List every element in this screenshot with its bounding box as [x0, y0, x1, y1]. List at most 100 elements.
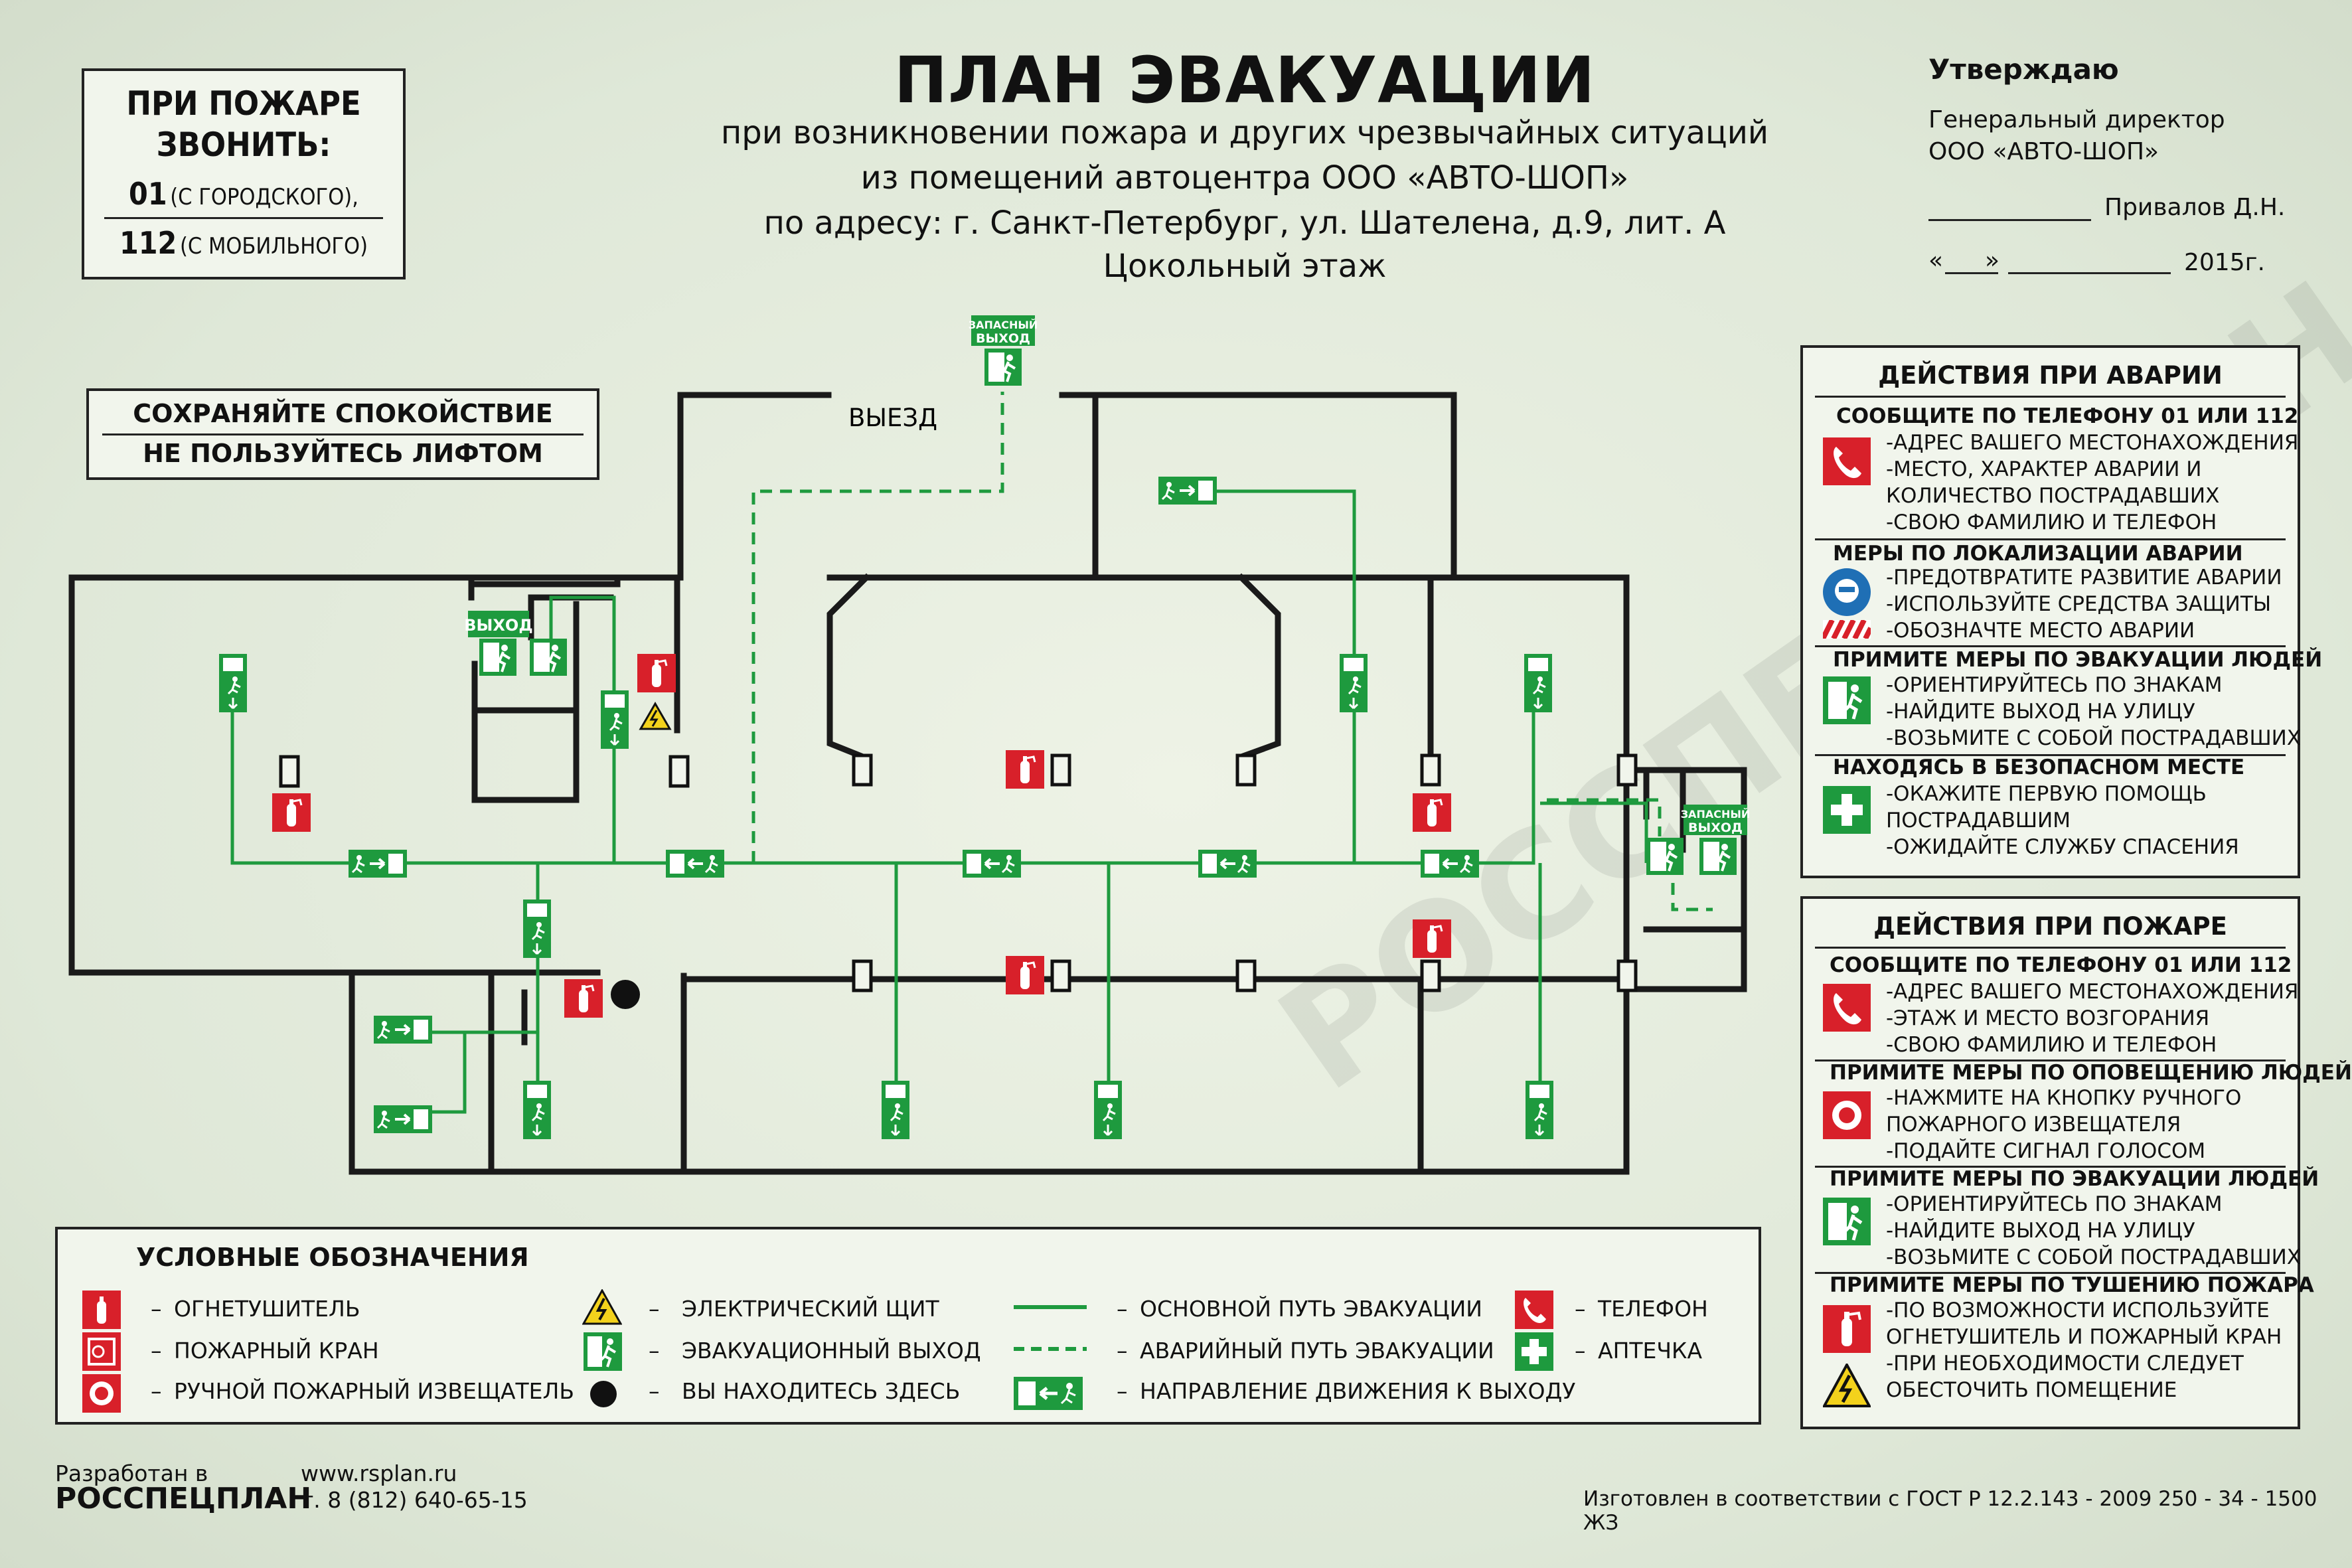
right-spare-text-2: ВЫХОД — [1688, 821, 1743, 835]
mobile-number-line: 112 (С МОБИЛЬНОГО) — [84, 225, 403, 261]
divider — [1815, 645, 2286, 647]
divider — [1815, 396, 2286, 398]
spare-exit-text-2: ВЫХОД — [976, 331, 1030, 346]
legend-label: ВЫ НАХОДИТЕСЬ ЗДЕСЬ — [682, 1378, 961, 1404]
legend-dash: – — [1117, 1296, 1128, 1322]
fire-alarm-button-icon — [1823, 1091, 1871, 1139]
fire-hydrant-icon — [82, 1332, 121, 1371]
fire-item: ОГНЕТУШИТЕЛЬ И ПОЖАРНЫЙ КРАН — [1886, 1325, 2282, 1349]
fire-item: -АДРЕС ВАШЕГО МЕСТОНАХОЖДЕНИЯ — [1886, 980, 2299, 1004]
accident-item: -ВОЗЬМИТЕ С СОБОЙ ПОСТРАДАВШИХ — [1886, 726, 2302, 750]
floor-name: Цокольный этаж — [1103, 248, 1387, 285]
you-are-here-marker — [611, 980, 640, 1009]
subtitle-line-1: при возникновении пожара и других чрезвы… — [720, 114, 1769, 151]
subtitle-line-3: по адресу: г. Санкт-Петербург, ул. Шател… — [763, 204, 1726, 242]
call-heading-2: ЗВОНИТЬ: — [156, 125, 331, 164]
legend-dash: – — [151, 1338, 162, 1364]
telephone-icon — [1823, 984, 1871, 1032]
fire-heading-1: СООБЩИТЕ ПО ТЕЛЕФОНУ 01 ИЛИ 112 — [1830, 953, 2292, 977]
legend-dash: – — [1117, 1338, 1128, 1364]
first-aid-icon — [1823, 786, 1871, 834]
divider — [1815, 538, 2286, 540]
approval-signatory: Привалов Д.Н. — [2104, 194, 2286, 221]
fire-item: -ПРИ НЕОБХОДИМОСТИ СЛЕДУЕТ — [1886, 1352, 2244, 1375]
accident-item: ПОСТРАДАВШИМ — [1886, 809, 2071, 832]
city-number: 01 — [129, 176, 167, 212]
fire-item: -ПО ВОЗМОЖНОСТИ ИСПОЛЬЗУЙТЕ — [1886, 1298, 2270, 1322]
standard-note: Изготовлен в соответствии с ГОСТ Р 12.2.… — [1583, 1487, 2317, 1535]
accident-heading-3: ПРИМИТЕ МЕРЫ ПО ЭВАКУАЦИИ ЛЮДЕЙ — [1833, 648, 2323, 672]
fire-actions-panel: ДЕЙСТВИЯ ПРИ ПОЖАРЕ СООБЩИТЕ ПО ТЕЛЕФОНУ… — [1800, 896, 2352, 1429]
legend-dash: – — [151, 1296, 162, 1322]
electric-panel-marker — [639, 702, 671, 730]
contact-phone: т. 8 (812) 640-65-15 — [301, 1487, 528, 1513]
fire-item: -НАЖМИТЕ НА КНОПКУ РУЧНОГО — [1886, 1086, 2242, 1110]
right-spare-exit-sign: ЗАПАСНЫЙ ВЫХОД — [1645, 805, 1750, 876]
accident-item: -АДРЕС ВАШЕГО МЕСТОНАХОЖДЕНИЯ — [1886, 431, 2299, 455]
hazard-stripe-icon — [1823, 620, 1871, 639]
fire-item: -СВОЮ ФАМИЛИЮ И ТЕЛЕФОН — [1886, 1033, 2217, 1057]
divider — [1815, 1059, 2286, 1061]
accident-item: -ИСПОЛЬЗУЙТЕ СРЕДСТВА ЗАЩИТЫ — [1886, 592, 2272, 616]
exit-gate-label: ВЫЕЗД — [848, 404, 937, 432]
exit-sign-icon — [584, 1332, 622, 1371]
legend-label: ОСНОВНОЙ ПУТЬ ЭВАКУАЦИИ — [1140, 1296, 1482, 1322]
legend-dash: – — [1575, 1338, 1586, 1364]
electric-panel-icon — [1823, 1364, 1871, 1407]
emergency-route-line-icon — [1014, 1347, 1087, 1351]
accident-item: -ПРЕДОТВРАТИТЕ РАЗВИТИЕ АВАРИИ — [1886, 566, 2282, 589]
legend-dash: – — [151, 1378, 162, 1404]
legend-dash: – — [1575, 1296, 1586, 1322]
exit-sign-icon — [1823, 676, 1871, 724]
legend-label: РУЧНОЙ ПОЖАРНЫЙ ИЗВЕЩАТЕЛЬ — [174, 1378, 574, 1404]
you-are-here-icon — [590, 1381, 617, 1407]
divider — [1815, 1166, 2286, 1168]
protective-mask-icon — [1823, 568, 1871, 616]
accident-item: -СВОЮ ФАМИЛИЮ И ТЕЛЕФОН — [1886, 510, 2217, 534]
legend-title: УСЛОВНЫЕ ОБОЗНАЧЕНИЯ — [136, 1243, 529, 1272]
emergency-call-box: ПРИ ПОЖАРЕ ЗВОНИТЬ: 01 (С ГОРОДСКОГО), 1… — [82, 68, 406, 279]
accident-item: -НАЙДИТЕ ВЫХОД НА УЛИЦУ — [1886, 700, 2195, 724]
fire-item: -ВОЗЬМИТЕ С СОБОЙ ПОСТРАДАВШИХ — [1886, 1245, 2302, 1269]
legend-label: ЭВАКУАЦИОННЫЙ ВЫХОД — [682, 1338, 981, 1364]
accident-heading-1: СООБЩИТЕ ПО ТЕЛЕФОНУ 01 ИЛИ 112 — [1836, 404, 2299, 428]
call-heading-1: ПРИ ПОЖАРЕ — [126, 84, 361, 123]
mobile-number: 112 — [119, 225, 177, 261]
accident-heading-4: НАХОДЯСЬ В БЕЗОПАСНОМ МЕСТЕ — [1833, 755, 2245, 779]
subtitle-line-2: из помещений автоцентра ООО «АВТО-ШОП» — [860, 159, 1629, 196]
divider — [1815, 754, 2286, 756]
fire-item: -ОРИЕНТИРУЙТЕСЬ ПО ЗНАКАМ — [1886, 1192, 2223, 1216]
accident-panel-title: ДЕЙСТВИЯ ПРИ АВАРИИ — [1878, 361, 2223, 390]
legend-label: ТЕЛЕФОН — [1598, 1296, 1708, 1322]
electric-panel-icon — [582, 1289, 622, 1325]
signature-line — [1928, 219, 2091, 221]
fire-item: ПОЖАРНОГО ИЗВЕЩАТЕЛЯ — [1886, 1113, 2181, 1137]
telephone-icon — [1823, 437, 1871, 485]
extinguisher-icon — [1823, 1305, 1871, 1353]
date-close-quote: » — [1985, 247, 2000, 274]
legend-box: УСЛОВНЫЕ ОБОЗНАЧЕНИЯ – ОГНЕТУШИТЕЛЬ – ПО… — [55, 1227, 1761, 1425]
legend-label: НАПРАВЛЕНИЕ ДВИЖЕНИЯ К ВЫХОДУ — [1140, 1378, 1576, 1404]
fire-heading-3: ПРИМИТЕ МЕРЫ ПО ЭВАКУАЦИИ ЛЮДЕЙ — [1830, 1167, 2319, 1191]
city-note: (С ГОРОДСКОГО), — [170, 184, 358, 210]
accident-item: -ОРИЕНТИРУЙТЕСЬ ПО ЗНАКАМ — [1886, 673, 2223, 697]
direction-arrow-icon — [1014, 1377, 1083, 1410]
fire-panel-title: ДЕЙСТВИЯ ПРИ ПОЖАРЕ — [1873, 912, 2227, 941]
approval-position: Генеральный директор — [1928, 106, 2225, 133]
divider — [1815, 1272, 2286, 1274]
legend-label: ПОЖАРНЫЙ КРАН — [174, 1338, 379, 1364]
approval-year: 2015г. — [2184, 249, 2265, 276]
website-link[interactable]: www.rsplan.ru — [301, 1460, 457, 1486]
accident-item: -ОЖИДАЙТЕ СЛУЖБУ СПАСЕНИЯ — [1886, 835, 2239, 859]
legend-dash: – — [649, 1378, 660, 1404]
calm-notice-box: СОХРАНЯЙТЕ СПОКОЙСТВИЕ НЕ ПОЛЬЗУЙТЕСЬ ЛИ… — [86, 388, 599, 480]
legend-label: ЭЛЕКТРИЧЕСКИЙ ЩИТ — [682, 1296, 939, 1322]
accident-item: КОЛИЧЕСТВО ПОСТРАДАВШИХ — [1886, 484, 2220, 508]
legend-dash: – — [1117, 1378, 1128, 1404]
exit-sign-icon — [1823, 1198, 1871, 1245]
calm-line-1: СОХРАНЯЙТЕ СПОКОЙСТВИЕ — [133, 399, 553, 428]
legend-label: АВАРИЙНЫЙ ПУТЬ ЭВАКУАЦИИ — [1140, 1338, 1494, 1364]
call-divider — [104, 217, 383, 219]
fire-heading-4: ПРИМИТЕ МЕРЫ ПО ТУШЕНИЮ ПОЖАРА — [1830, 1273, 2314, 1297]
spare-exit-sign: ЗАПАСНЫЙ ВЫХОД — [969, 315, 1038, 387]
